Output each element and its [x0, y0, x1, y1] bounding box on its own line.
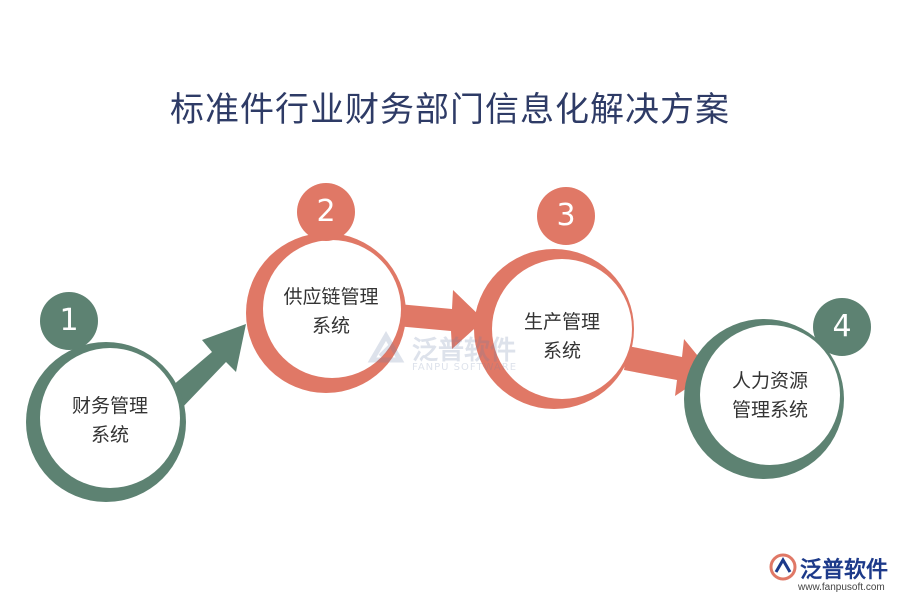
- brand-url: www.fanpusoft.com: [798, 582, 885, 593]
- brand-mark: 泛普软件 www.fanpusoft.com: [768, 552, 896, 596]
- step-3-label: 生产管理系统: [523, 311, 600, 362]
- step-3-number: 3: [556, 198, 576, 233]
- step-1-node: [26, 292, 186, 502]
- step-2-node: [246, 183, 406, 393]
- step-1-number-badge: [40, 292, 98, 350]
- step-2-number: 2: [316, 194, 336, 229]
- arrow-1-to-2: [165, 324, 246, 410]
- watermark-name: 泛普软件: [412, 336, 517, 366]
- step-1-label: 财务管理系统: [71, 395, 148, 446]
- page-title: 标准件行业财务部门信息化解决方案: [170, 90, 730, 130]
- brand-name: 泛普软件: [800, 558, 889, 583]
- step-3-node: [474, 187, 634, 409]
- step-3-number-badge: [537, 187, 595, 245]
- brand-icon: [769, 553, 797, 581]
- watermark-subtitle: FANPU SOFTWARE: [412, 362, 518, 373]
- brand-logo-icon: [367, 331, 405, 363]
- step-4-number-badge: [813, 298, 871, 356]
- arrow-2-to-3: [396, 290, 484, 349]
- step-4-node: [684, 298, 871, 479]
- step-4-label: 人力资源管理系统: [731, 370, 808, 421]
- step-4-number: 4: [832, 309, 852, 344]
- step-2-number-badge: [297, 183, 355, 241]
- step-1-number: 1: [59, 303, 79, 338]
- step-2-label: 供应链管理系统: [283, 286, 379, 337]
- watermark: 泛普软件 FANPU SOFTWARE: [366, 330, 526, 376]
